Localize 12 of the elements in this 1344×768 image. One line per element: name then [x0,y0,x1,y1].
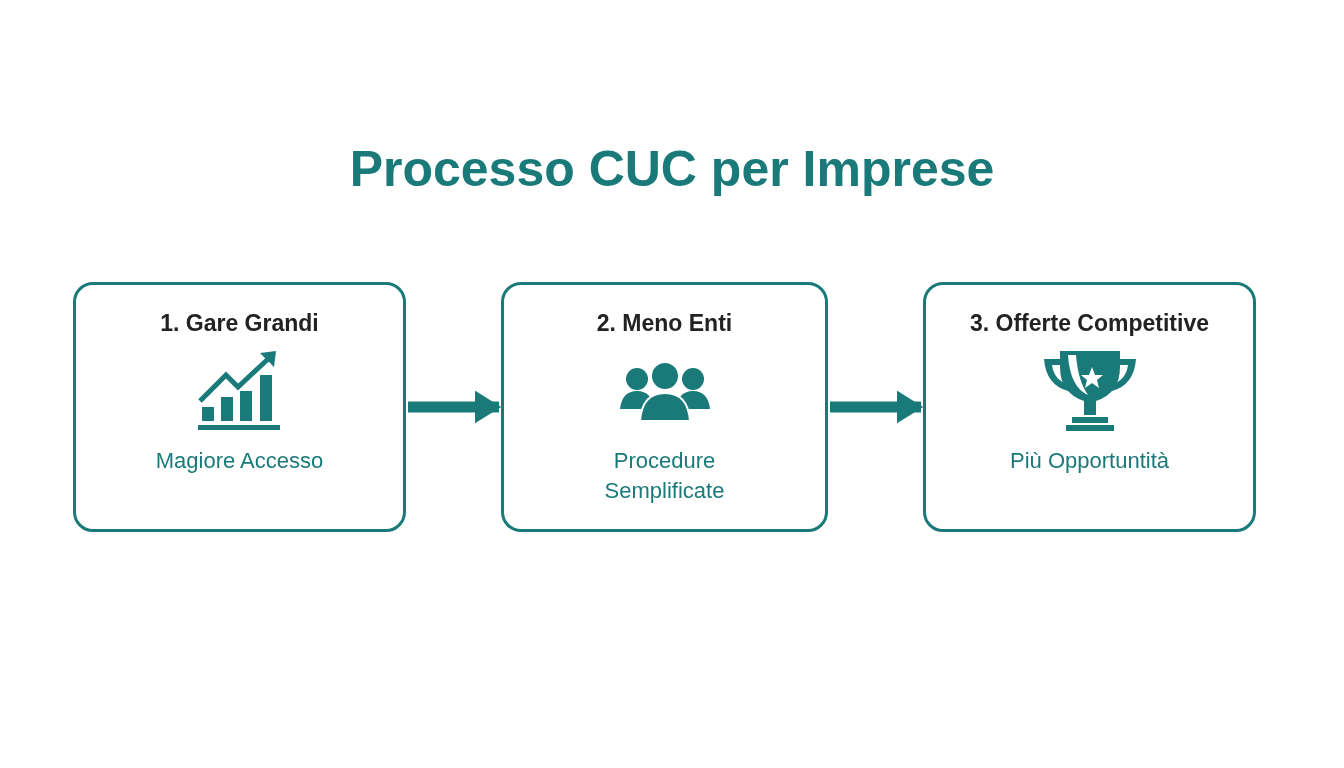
arrow [830,390,924,424]
arrow [408,390,502,424]
step-benefit: Magiore Accesso [154,446,325,475]
step-benefit: Più Opportuntità [1009,446,1170,475]
step-benefit: Procedure Semplificate [603,446,726,505]
step-card [923,282,1256,532]
step-heading: 2. Meno Enti [596,309,733,338]
step-card [73,282,406,532]
step-card [501,282,828,532]
step-heading: 1. Gare Grandi [160,309,319,338]
diagram-title: Processo CUC per Imprese [349,140,995,199]
step-heading: 3. Offerte Competitive [970,309,1209,338]
